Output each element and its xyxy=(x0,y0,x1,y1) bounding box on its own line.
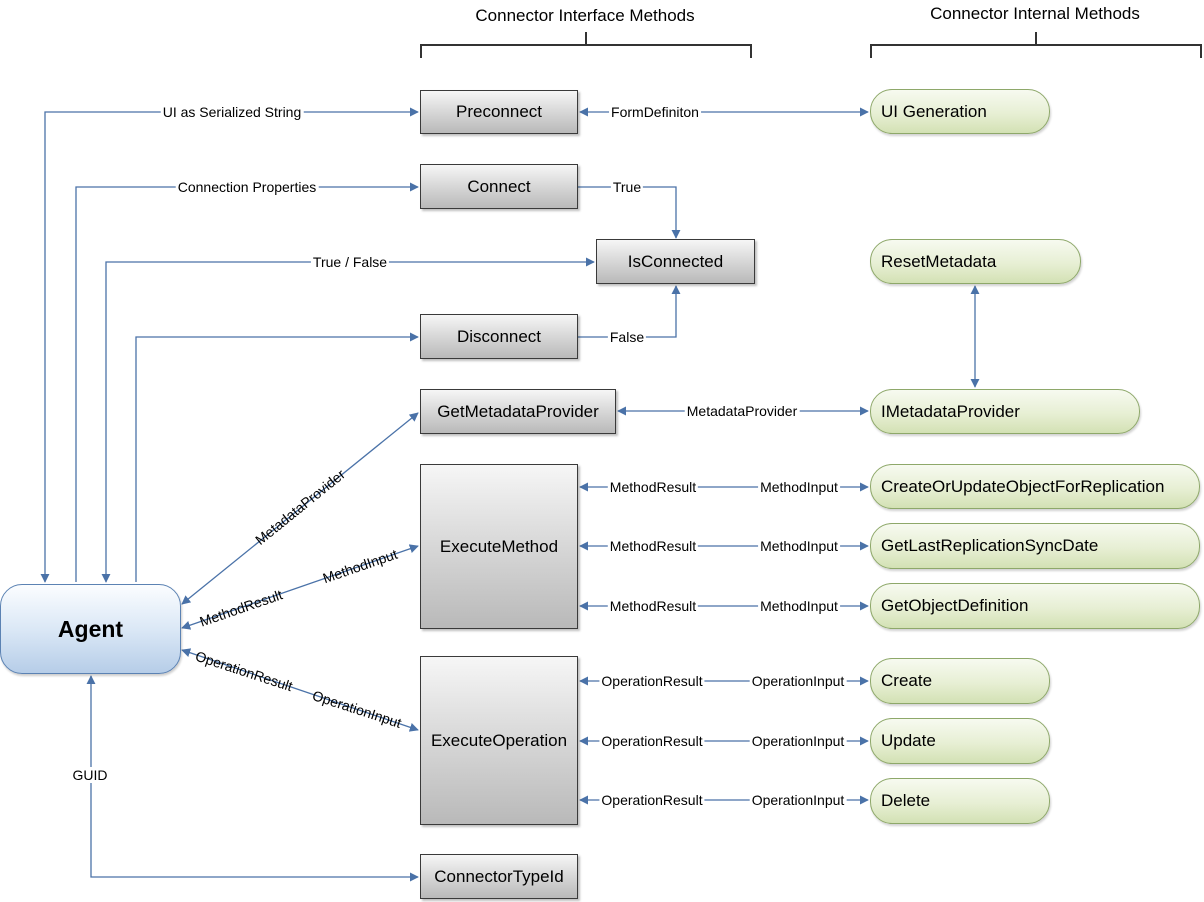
executeoperation-label: ExecuteOperation xyxy=(430,730,568,750)
connectortypeid-label: ConnectorTypeId xyxy=(434,866,564,886)
interface-methods-brace xyxy=(420,32,752,58)
label-form-definition: FormDefiniton xyxy=(609,104,701,120)
label-method-result-2: MethodResult xyxy=(607,538,699,554)
edge-agent-execmethod xyxy=(181,544,419,630)
resetmetadata-label: ResetMetadata xyxy=(881,251,997,271)
preconnect-label: Preconnect xyxy=(456,102,542,121)
create-label: Create xyxy=(881,671,933,690)
executemethod-box: ExecuteMethod xyxy=(420,464,578,629)
resetmetadata-pill: ResetMetadata xyxy=(870,239,1081,284)
label-false: False xyxy=(607,329,647,345)
getlastsync-pill: GetLastReplicationSyncDate xyxy=(870,523,1200,569)
label-true-false: True / False xyxy=(310,254,390,270)
label-method-input-3: MethodInput xyxy=(758,598,840,614)
connect-box: Connect xyxy=(420,164,578,209)
imetadataprovider-pill: IMetadataProvider xyxy=(870,389,1140,434)
createorupdate-label: CreateOrUpdateObjectForReplication xyxy=(881,476,1165,496)
delete-label: Delete xyxy=(881,791,931,810)
uigeneration-pill: UI Generation xyxy=(870,89,1050,134)
edge-agent-disconnect xyxy=(135,332,419,582)
connect-label: Connect xyxy=(467,176,531,196)
label-operation-input-2: OperationInput xyxy=(749,733,847,749)
label-method-result-3: MethodResult xyxy=(607,598,699,614)
interface-methods-header: Connector Interface Methods xyxy=(475,6,695,25)
isconnected-label: IsConnected xyxy=(627,251,724,271)
getmetadataprovider-label: GetMetadataProvider xyxy=(437,401,599,421)
label-operation-input-3: OperationInput xyxy=(749,792,847,808)
label-guid: GUID xyxy=(70,767,110,783)
disconnect-box: Disconnect xyxy=(420,314,578,359)
edge-agent-connectortypeid xyxy=(86,675,419,882)
label-method-input-2: MethodInput xyxy=(758,538,840,554)
preconnect-box: Preconnect xyxy=(420,90,578,134)
connectortypeid-box: ConnectorTypeId xyxy=(420,854,578,899)
uigeneration-label: UI Generation xyxy=(881,101,987,121)
label-operation-result-3: OperationResult xyxy=(599,792,705,808)
disconnect-label: Disconnect xyxy=(456,326,542,346)
update-pill: Update xyxy=(870,718,1050,764)
edge-agent-connect xyxy=(75,182,419,582)
agent-label: Agent xyxy=(57,615,124,642)
label-method-result-1: MethodResult xyxy=(607,479,699,495)
getmetadataprovider-box: GetMetadataProvider xyxy=(420,389,616,434)
edge-isconnected-agent xyxy=(101,257,595,583)
internal-methods-brace xyxy=(870,32,1202,58)
label-ui-serialized: UI as Serialized String xyxy=(160,104,304,120)
label-operation-input-1: OperationInput xyxy=(749,673,847,689)
label-operation-result-2: OperationResult xyxy=(599,733,705,749)
getlastsync-label: GetLastReplicationSyncDate xyxy=(881,536,1099,555)
label-operation-result-1: OperationResult xyxy=(599,673,705,689)
getobjectdef-label: GetObjectDefinition xyxy=(881,596,1029,615)
edge-connect-isconnected xyxy=(578,186,681,239)
internal-methods-header: Connector Internal Methods xyxy=(930,4,1140,23)
isconnected-box: IsConnected xyxy=(596,239,755,284)
label-method-input-1: MethodInput xyxy=(758,479,840,495)
executemethod-label: ExecuteMethod xyxy=(439,536,559,556)
createorupdate-pill: CreateOrUpdateObjectForReplication xyxy=(870,464,1200,509)
update-label: Update xyxy=(881,731,936,750)
executeoperation-box: ExecuteOperation xyxy=(420,656,578,825)
delete-pill: Delete xyxy=(870,778,1050,824)
create-pill: Create xyxy=(870,658,1050,704)
getobjectdef-pill: GetObjectDefinition xyxy=(870,583,1200,629)
label-true: True xyxy=(610,179,644,195)
imetadataprovider-label: IMetadataProvider xyxy=(881,401,1020,421)
agent-node: Agent xyxy=(0,584,181,674)
label-metadata-provider: MetadataProvider xyxy=(684,403,800,419)
label-connection-properties: Connection Properties xyxy=(175,179,319,195)
